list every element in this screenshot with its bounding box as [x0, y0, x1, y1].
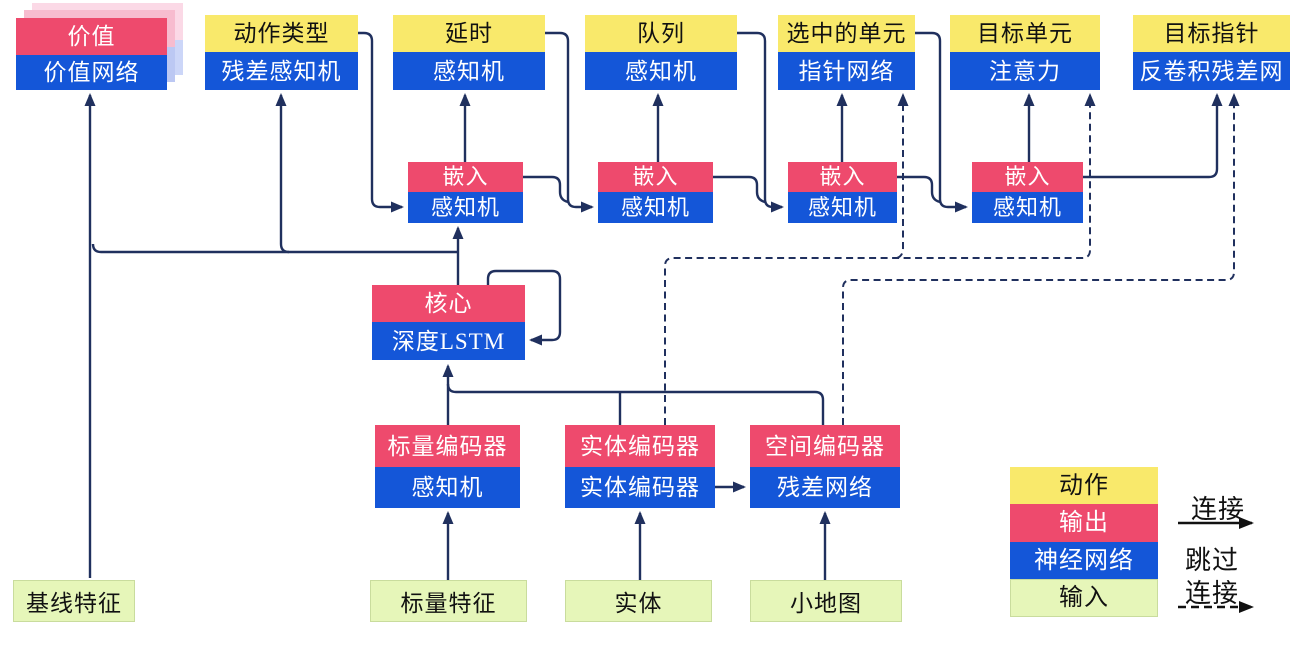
entity-encoder-node: 实体编码器 实体编码器 — [565, 425, 715, 508]
delay-node: 延时 感知机 — [393, 15, 545, 90]
legend-skip-label-line1: 跳过 — [1184, 546, 1239, 575]
spatial-encoder-network-label: 残差网络 — [750, 467, 900, 508]
input-entities: 实体 — [565, 580, 712, 622]
selected-units-node: 选中的单元 指针网络 — [778, 15, 915, 90]
entity-encoder-network-label: 实体编码器 — [565, 467, 715, 508]
queue-node-action-label: 队列 — [585, 15, 737, 52]
delay-node-network-label: 感知机 — [393, 52, 545, 90]
target-point-node-action-label: 目标指针 — [1133, 15, 1290, 52]
action-type-node-action-label: 动作类型 — [205, 15, 358, 52]
value-node-network-label: 价值网络 — [16, 55, 167, 90]
input-scalar-features: 标量特征 — [370, 580, 527, 622]
embedding-2-network-label: 感知机 — [598, 192, 713, 223]
action-type-node-network-label: 残差感知机 — [205, 52, 358, 90]
scalar-encoder-output-label: 标量编码器 — [375, 425, 520, 467]
spatial-encoder-node: 空间编码器 残差网络 — [750, 425, 900, 508]
legend-input-swatch: 输入 — [1010, 579, 1158, 617]
embedding-2-output-label: 嵌入 — [598, 162, 713, 192]
solid-connections — [84, 31, 1223, 580]
embedding-node-2: 嵌入 感知机 — [598, 162, 713, 223]
embedding-4-network-label: 感知机 — [972, 192, 1083, 223]
embedding-3-network-label: 感知机 — [788, 192, 897, 223]
embedding-1-output-label: 嵌入 — [408, 162, 523, 192]
target-unit-node-network-label: 注意力 — [950, 52, 1100, 90]
embedding-4-output-label: 嵌入 — [972, 162, 1083, 192]
legend-arrows — [1178, 517, 1254, 613]
queue-node-network-label: 感知机 — [585, 52, 737, 90]
queue-node: 队列 感知机 — [585, 15, 737, 90]
embedding-1-network-label: 感知机 — [408, 192, 523, 223]
target-point-node: 目标指针 反卷积残差网 — [1133, 15, 1290, 90]
target-point-node-network-label: 反卷积残差网 — [1133, 52, 1290, 90]
legend-network-swatch: 神经网络 — [1010, 542, 1158, 579]
core-node-network-label: 深度LSTM — [372, 322, 525, 360]
scalar-encoder-network-label: 感知机 — [375, 467, 520, 508]
embedding-node-3: 嵌入 感知机 — [788, 162, 897, 223]
legend-action-swatch: 动作 — [1010, 467, 1158, 504]
scalar-encoder-node: 标量编码器 感知机 — [375, 425, 520, 508]
skip-connections — [664, 93, 1240, 425]
selected-units-node-network-label: 指针网络 — [778, 52, 915, 90]
spatial-encoder-output-label: 空间编码器 — [750, 425, 900, 467]
input-minimap: 小地图 — [750, 580, 902, 622]
selected-units-node-action-label: 选中的单元 — [778, 15, 915, 52]
entity-encoder-output-label: 实体编码器 — [565, 425, 715, 467]
value-node: 价值 价值网络 — [16, 18, 167, 90]
delay-node-action-label: 延时 — [393, 15, 545, 52]
legend-skip-label-line2: 连接 — [1184, 579, 1239, 608]
core-node: 核心 深度LSTM — [372, 285, 525, 360]
embedding-node-1: 嵌入 感知机 — [408, 162, 523, 223]
value-node-output-label: 价值 — [16, 18, 167, 55]
legend-connection-label: 连接 — [1190, 495, 1245, 524]
legend-output-swatch: 输出 — [1010, 504, 1158, 542]
embedding-node-4: 嵌入 感知机 — [972, 162, 1083, 223]
core-node-output-label: 核心 — [372, 285, 525, 322]
legend-swatches: 动作 输出 神经网络 输入 — [1010, 467, 1158, 617]
target-unit-node: 目标单元 注意力 — [950, 15, 1100, 90]
target-unit-node-action-label: 目标单元 — [950, 15, 1100, 52]
action-type-node: 动作类型 残差感知机 — [205, 15, 358, 90]
input-baseline-features: 基线特征 — [13, 580, 135, 622]
embedding-3-output-label: 嵌入 — [788, 162, 897, 192]
